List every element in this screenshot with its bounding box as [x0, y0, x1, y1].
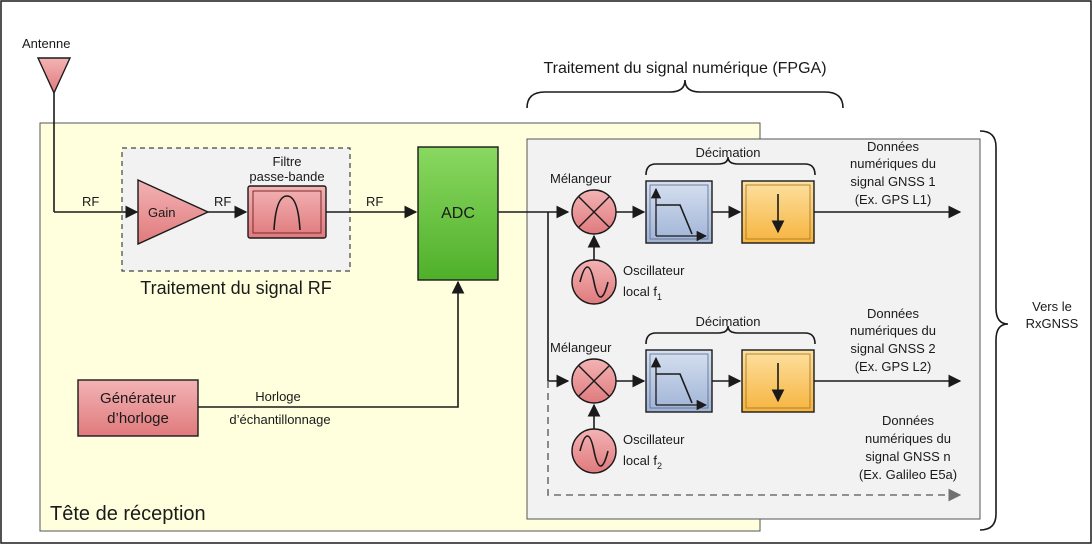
- output-1-line1: Données: [867, 139, 920, 154]
- channel-n-path: [547, 381, 962, 502]
- adc-label: ADC: [441, 205, 475, 222]
- output-n-line3: signal GNSS n: [865, 449, 950, 464]
- receiver-line1: Vers le: [1032, 299, 1072, 314]
- filter-label-line1: Filtre: [273, 154, 302, 169]
- mixer-label-2: Mélangeur: [550, 340, 612, 355]
- decimation-brace-2: [645, 325, 816, 345]
- decimation-brace-1: [645, 156, 816, 176]
- output-2-line2: numériques du: [850, 323, 936, 338]
- lowpass-filter-2: [645, 349, 713, 413]
- bandpass-filter: [247, 185, 327, 239]
- bandpass-curve-icon: [273, 195, 301, 231]
- frontend-label: Tête de réception: [50, 503, 206, 525]
- decimation-label-2: Décimation: [695, 314, 760, 329]
- oscillator-label-1-line1: Oscillateur: [623, 263, 685, 278]
- fpga-label: Traitement du signal numérique (FPGA): [543, 60, 826, 77]
- mixer-icon-1: [571, 189, 617, 235]
- output-1-line3: signal GNSS 1: [850, 174, 935, 189]
- output-2-line1: Données: [867, 306, 920, 321]
- clock-generator-block: [77, 379, 199, 437]
- output-n-line2: numériques du: [865, 431, 951, 446]
- output-2-line4: (Ex. GPS L2): [855, 359, 932, 374]
- clock-generator-line2: d’horloge: [107, 410, 169, 427]
- gain-amplifier: [137, 178, 210, 246]
- mixer-icon-2: [571, 358, 617, 404]
- output-n-line4: (Ex. Galileo E5a): [859, 467, 957, 482]
- fpga-brace: [526, 79, 844, 109]
- oscillator-label-2-line2: local f2: [623, 453, 662, 471]
- clock-signal-line1: Horloge: [255, 389, 301, 404]
- decimation-label-1: Décimation: [695, 145, 760, 160]
- lowpass-filter-1: [645, 180, 713, 244]
- adc-block: [417, 146, 499, 281]
- oscillator-icon-2: [571, 428, 617, 474]
- oscillator-label-2-line1: Oscillateur: [623, 432, 685, 447]
- output-1-line4: (Ex. GPS L1): [855, 192, 932, 207]
- antenna-icon: [36, 57, 72, 95]
- oscillator-label-1-line2: local f1: [623, 284, 662, 302]
- decimator-1: [741, 180, 815, 244]
- rf-processing-label: Traitement du signal RF: [140, 278, 331, 298]
- clock-generator-line1: Générateur: [100, 390, 176, 407]
- filter-label-line2: passe-bande: [249, 169, 324, 184]
- bandpass-filter-inner: [252, 190, 322, 234]
- output-n-line1: Données: [882, 413, 935, 428]
- oscillator-label-1-sub: 1: [657, 292, 662, 302]
- rf-signal-label-3: RF: [366, 194, 383, 209]
- decimator-2: [741, 349, 815, 413]
- mixer-label-1: Mélangeur: [550, 171, 612, 186]
- oscillator-label-2-text: local f: [623, 453, 657, 468]
- gain-label: Gain: [148, 205, 175, 220]
- oscillator-icon-1: [571, 259, 617, 305]
- receiver-brace: [979, 130, 1009, 531]
- output-1-line2: numériques du: [850, 156, 936, 171]
- clock-signal-line2: d’échantillonnage: [229, 412, 330, 427]
- output-2-line3: signal GNSS 2: [850, 341, 935, 356]
- receiver-line2: RxGNSS: [1026, 316, 1079, 331]
- rf-signal-label-1: RF: [82, 194, 99, 209]
- antenna-label: Antenne: [22, 36, 70, 51]
- oscillator-label-1-text: local f: [623, 284, 657, 299]
- oscillator-label-2-sub: 2: [657, 461, 662, 471]
- rf-signal-label-2: RF: [214, 194, 231, 209]
